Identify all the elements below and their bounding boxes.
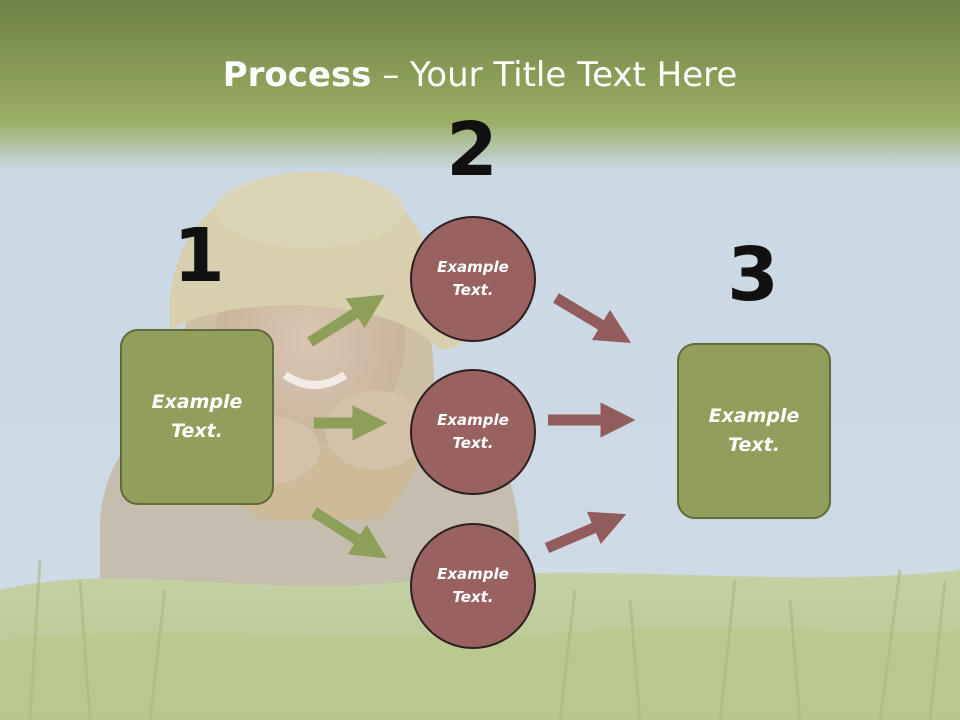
step-3-text: Example Text. bbox=[704, 402, 804, 460]
step-2-circle-middle[interactable]: Example Text. bbox=[410, 369, 536, 495]
step-1-text-line1: Example bbox=[151, 391, 243, 413]
step-2-circle-middle-text: Example Text. bbox=[423, 409, 523, 455]
step-2-circle-bottom-text: Example Text. bbox=[423, 563, 523, 609]
step-number-3: 3 bbox=[727, 232, 779, 318]
step-2-circle-bottom-line2: Text. bbox=[452, 588, 494, 606]
step-1-text-line2: Text. bbox=[171, 420, 223, 442]
step-1-text: Example Text. bbox=[147, 388, 247, 446]
step-3-text-line1: Example bbox=[708, 405, 800, 427]
step-1-box[interactable]: Example Text. bbox=[120, 329, 274, 505]
step-2-circle-top-text: Example Text. bbox=[423, 256, 523, 302]
slide-title-bold: Process bbox=[222, 55, 372, 95]
arrow-2-top-to-3 bbox=[553, 293, 632, 344]
step-2-circle-top[interactable]: Example Text. bbox=[410, 216, 536, 342]
step-3-text-line2: Text. bbox=[728, 434, 780, 456]
slide-title-rest: – Your Title Text Here bbox=[371, 55, 738, 95]
arrow-1-to-2-bottom bbox=[311, 507, 387, 559]
step-2-circle-middle-line1: Example bbox=[437, 411, 509, 429]
step-2-circle-bottom-line1: Example bbox=[437, 565, 509, 583]
arrow-1-to-2-top bbox=[307, 294, 385, 347]
step-3-box[interactable]: Example Text. bbox=[677, 343, 831, 519]
step-2-circle-middle-line2: Text. bbox=[452, 434, 494, 452]
step-2-circle-bottom[interactable]: Example Text. bbox=[410, 523, 536, 649]
title-band bbox=[0, 0, 960, 170]
slide-title: Process – Your Title Text Here bbox=[0, 52, 960, 98]
step-2-circle-top-line1: Example bbox=[437, 258, 509, 276]
arrow-2-bottom-to-3 bbox=[544, 511, 627, 554]
step-2-circle-top-line2: Text. bbox=[452, 281, 494, 299]
step-number-2: 2 bbox=[446, 107, 498, 193]
step-number-1: 1 bbox=[173, 213, 225, 299]
